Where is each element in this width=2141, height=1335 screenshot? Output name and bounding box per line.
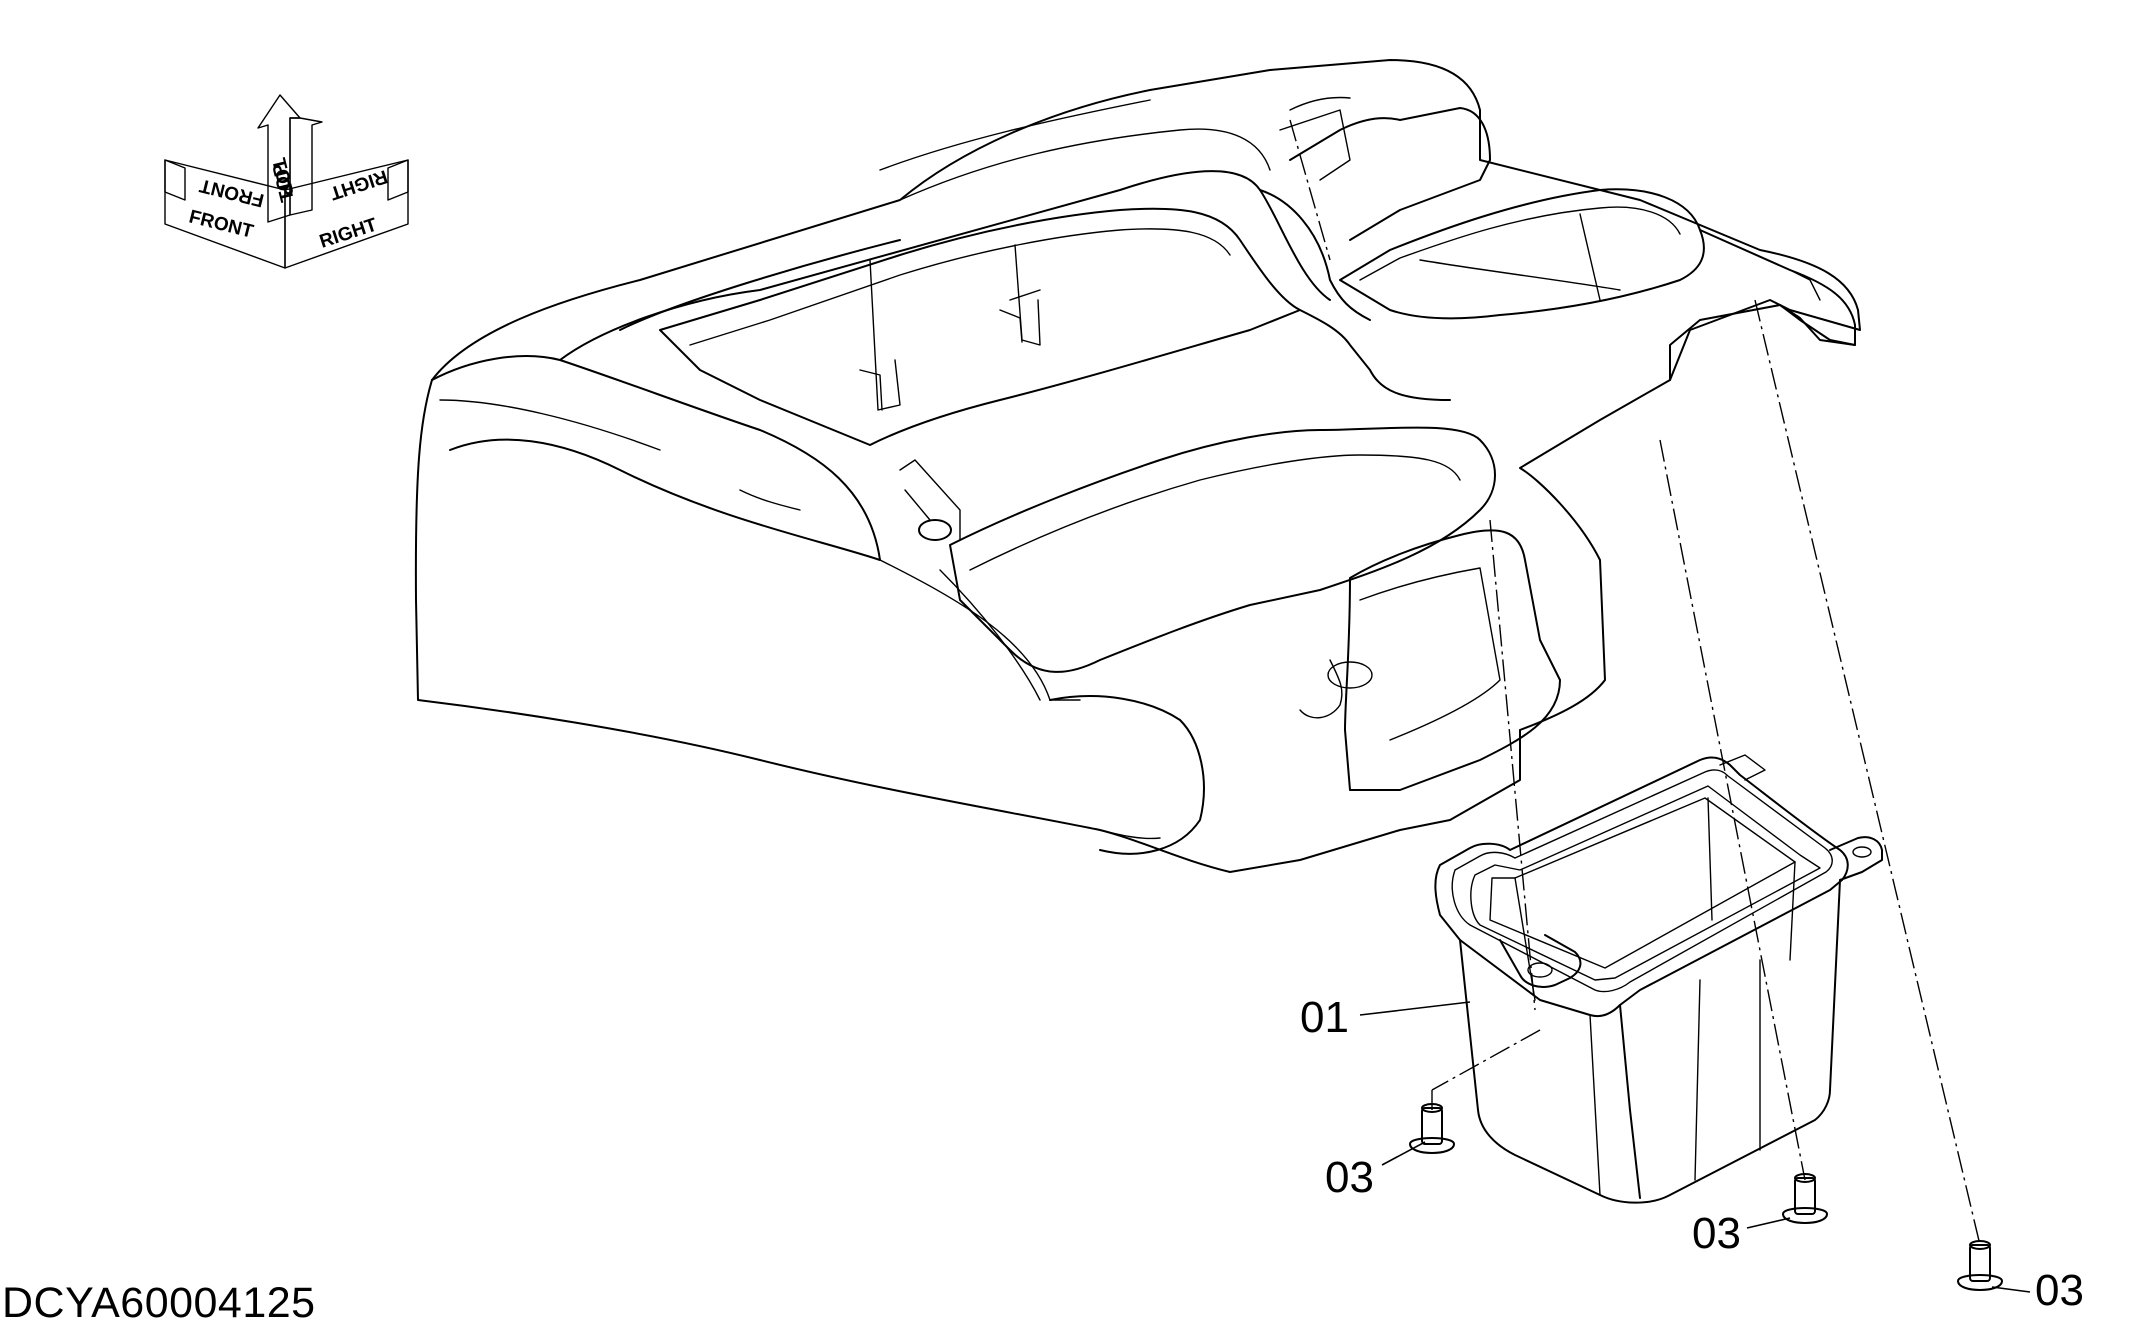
- front-label-mirror: FRONT: [197, 174, 266, 210]
- orientation-indicator: FRONT TOP RIGHT FRONT TOP RIGHT: [164, 94, 409, 269]
- drawing-code: DCYA60004125: [2, 1279, 316, 1327]
- bolt-3: [1957, 1240, 2003, 1291]
- front-label: FRONT: [187, 206, 256, 242]
- callout-03-bolt-2: 03: [1692, 1209, 1741, 1258]
- right-label: RIGHT: [317, 214, 380, 252]
- assembly-centerlines: [1289, 119, 1981, 1246]
- callouts: 01 03 03 03: [1300, 993, 2084, 1315]
- console-housing: [414, 59, 1861, 873]
- top-label-mirror: TOP: [269, 161, 299, 204]
- box-part: [1434, 754, 1883, 1204]
- callout-03-bolt-3: 03: [2035, 1266, 2084, 1315]
- bolt-1: [1409, 1103, 1455, 1154]
- right-label-mirror: RIGHT: [327, 165, 390, 203]
- callout-01: 01: [1300, 993, 1349, 1042]
- bolt-2: [1782, 1173, 1828, 1224]
- callout-03-bolt-1: 03: [1325, 1153, 1374, 1202]
